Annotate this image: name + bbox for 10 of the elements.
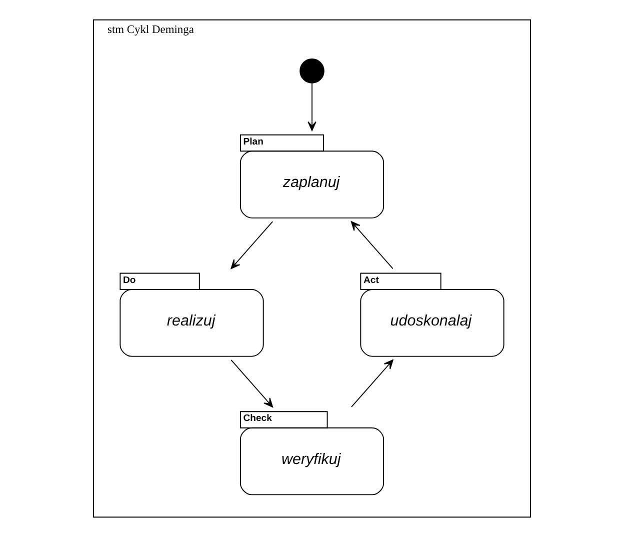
arrow (350, 221, 393, 270)
arrow (307, 82, 316, 131)
node-circle (299, 58, 324, 84)
node-label: Plan (242, 136, 263, 148)
arrow (350, 359, 393, 408)
node-label: Check (242, 413, 272, 424)
arrow (230, 221, 273, 270)
node-label: Act (363, 274, 378, 286)
node-label: Do (122, 274, 136, 286)
arrow (230, 359, 273, 408)
